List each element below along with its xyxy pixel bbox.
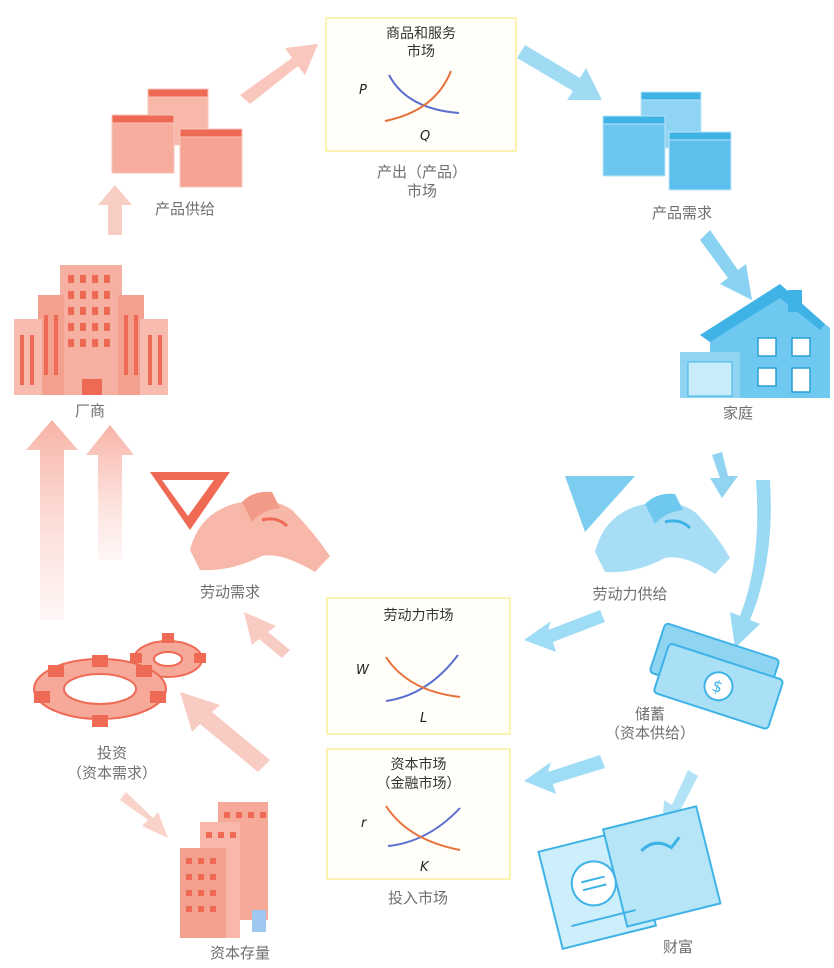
- investment-label-1: 投资: [96, 744, 127, 762]
- output-market-caption-1: 产出（产品）: [376, 163, 467, 181]
- goods-market-title-1: 商品和服务: [386, 26, 456, 42]
- savings-label-2: （资本供给）: [604, 724, 695, 742]
- labor-demand-handshake-icon: [150, 472, 330, 572]
- labor-market-box: 劳动力市场 W L: [326, 597, 511, 735]
- capital-supply-curve: [385, 805, 461, 851]
- arrow-demand-to-household: [700, 230, 752, 300]
- capital-market-x-axis: K: [420, 860, 429, 875]
- household-label: 家庭: [722, 404, 753, 422]
- capital-demand-curve: [387, 807, 461, 847]
- capital-market-y-axis: r: [361, 816, 367, 831]
- supply-curve: [384, 70, 452, 122]
- labor-market-x-axis: L: [420, 711, 428, 726]
- labor-demand-label: 劳动需求: [199, 583, 260, 601]
- labor-market-y-axis: W: [356, 663, 369, 678]
- savings-label-1: 储蓄: [634, 705, 665, 723]
- arrow-supply-to-market: [240, 44, 318, 104]
- arrow-labor-to-market: [524, 610, 605, 652]
- arrow-up-left-2: [86, 425, 134, 560]
- investment-gears-icon: [33, 633, 206, 727]
- arrow-market-to-demand: [517, 45, 602, 100]
- input-market-caption: 投入市场: [387, 889, 448, 907]
- goods-market-title-2: 市场: [407, 44, 435, 60]
- firm-building-icon: [14, 265, 168, 395]
- product-supply-icon: [111, 88, 243, 188]
- demand-curve: [388, 74, 460, 114]
- labor-supply-curve: [385, 656, 461, 698]
- product-supply-label: 产品供给: [154, 200, 215, 218]
- labor-demand-curve: [385, 654, 459, 702]
- wealth-label: 财富: [662, 938, 693, 956]
- arrow-firm-to-supply: [98, 185, 132, 235]
- labor-market-title: 劳动力市场: [383, 608, 454, 624]
- arrow-household-to-savings: [730, 480, 771, 648]
- capital-market-title-1: 资本市场: [390, 757, 447, 773]
- arrow-savings-to-capital: [524, 755, 605, 794]
- capital-market-box: 资本市场 （金融市场） r K: [326, 748, 511, 880]
- arrow-capital-to-investment: [180, 692, 270, 772]
- labor-supply-label: 劳动力供给: [592, 585, 668, 603]
- labor-market-curves: [385, 654, 461, 702]
- goods-market-x-axis: Q: [420, 129, 431, 144]
- house-icon: [680, 284, 830, 398]
- product-demand-label: 产品需求: [651, 204, 712, 222]
- product-demand-icon: [602, 91, 732, 191]
- arrow-household-to-labor: [710, 452, 738, 498]
- capital-stock-label: 资本存量: [209, 944, 270, 962]
- capital-market-curves: [385, 805, 461, 851]
- firm-label: 厂商: [74, 402, 105, 420]
- savings-money-icon: $: [649, 622, 784, 730]
- labor-supply-handshake-icon: [565, 476, 730, 574]
- arrow-investment-to-stock: [120, 792, 168, 838]
- investment-label-2: （资本需求）: [66, 764, 157, 782]
- arrow-market-to-labor-demand: [244, 612, 290, 658]
- output-market-caption-2: 市场: [406, 182, 437, 200]
- goods-market-y-axis: P: [359, 83, 367, 98]
- arrow-up-left-1: [26, 420, 78, 620]
- goods-market-box: 商品和服务 市场 P Q: [325, 17, 517, 152]
- goods-market-curves: [384, 70, 460, 122]
- capital-market-title-2: （金融市场）: [376, 776, 461, 792]
- wealth-certificate-icon: [537, 805, 722, 951]
- capital-stock-building-icon: [180, 802, 268, 938]
